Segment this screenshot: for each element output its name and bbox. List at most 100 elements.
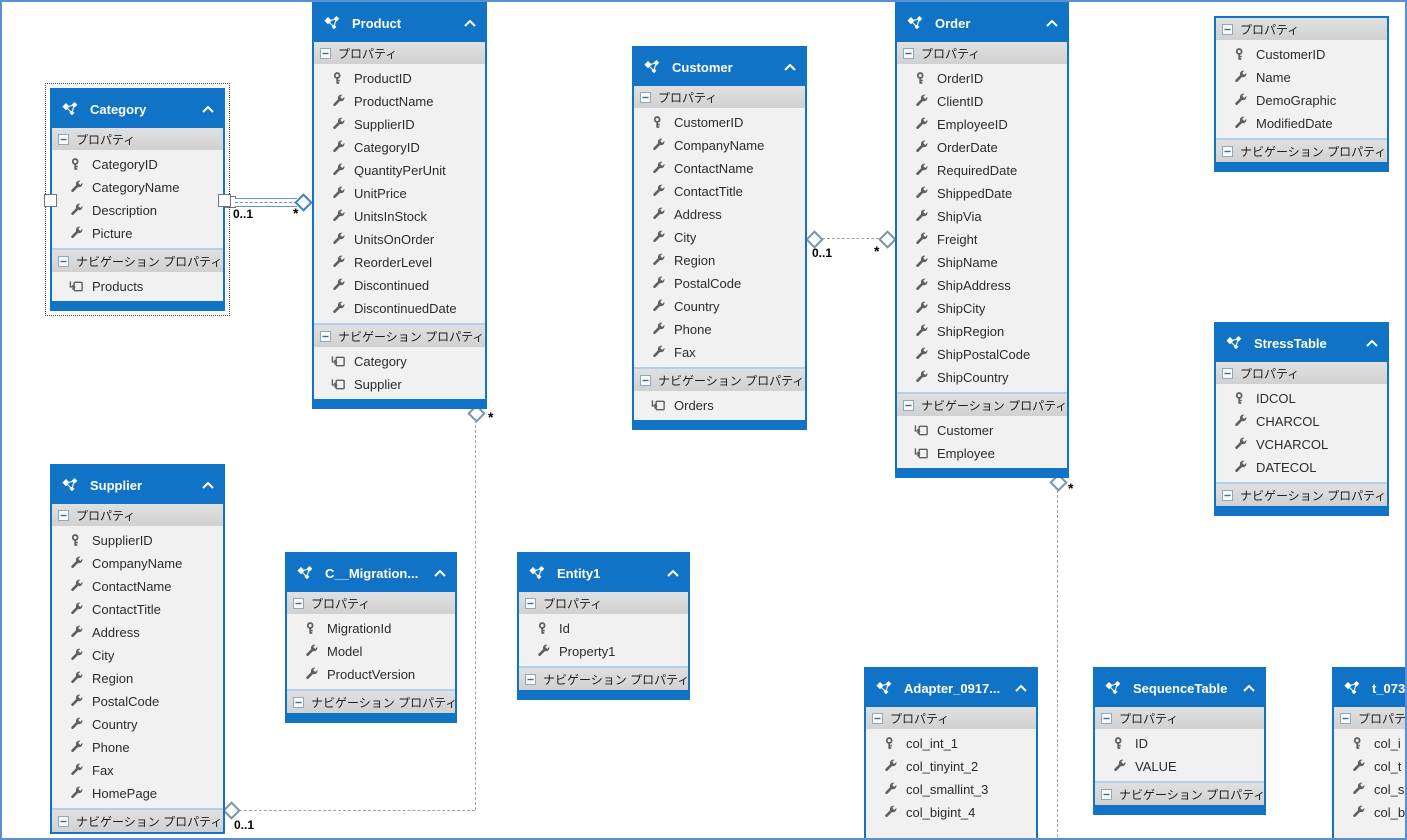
property-row[interactable]: Discontinued	[314, 274, 485, 297]
property-row[interactable]: ContactTitle	[52, 598, 223, 621]
properties-section-header[interactable]: プロパティ	[1095, 707, 1264, 729]
property-row[interactable]: CategoryID	[314, 136, 485, 159]
property-row[interactable]: UnitsOnOrder	[314, 228, 485, 251]
property-row[interactable]: col_tinyint_2	[866, 755, 1036, 778]
association-line[interactable]	[822, 238, 884, 239]
properties-section-header[interactable]: プロパティ	[634, 86, 805, 108]
entity-header[interactable]: Supplier	[52, 466, 223, 504]
property-row[interactable]: Phone	[52, 736, 223, 759]
property-row[interactable]: QuantityPerUnit	[314, 159, 485, 182]
property-row[interactable]: ModifiedDate	[1216, 112, 1387, 135]
property-row[interactable]: Name	[1216, 66, 1387, 89]
navigation-section-header[interactable]: ナビゲーション プロパティ	[287, 689, 455, 713]
property-row[interactable]: Region	[634, 249, 805, 272]
navigation-property-row[interactable]: Orders	[634, 394, 805, 417]
entity-header[interactable]: C__Migration...	[287, 554, 455, 592]
properties-section-header[interactable]: プロパティ	[866, 707, 1036, 729]
property-row[interactable]: ClientID	[897, 90, 1067, 113]
property-row[interactable]: CustomerID	[634, 111, 805, 134]
collapse-chevron-icon[interactable]	[1366, 339, 1378, 347]
entity-header[interactable]: Category	[52, 90, 223, 128]
property-row[interactable]: ShipCountry	[897, 366, 1067, 389]
property-row[interactable]: ProductVersion	[287, 663, 455, 686]
property-row[interactable]: ShippedDate	[897, 182, 1067, 205]
property-row[interactable]: col_t	[1334, 755, 1405, 778]
property-row[interactable]: ProductID	[314, 67, 485, 90]
navigation-section-header[interactable]: ナビゲーション プロパティ	[897, 392, 1067, 416]
property-row[interactable]: PostalCode	[634, 272, 805, 295]
property-row[interactable]: col_int_1	[866, 732, 1036, 755]
property-row[interactable]: ShipName	[897, 251, 1067, 274]
property-row[interactable]: ShipVia	[897, 205, 1067, 228]
property-row[interactable]: HomePage	[52, 782, 223, 805]
property-row[interactable]: CategoryID	[52, 153, 223, 176]
property-row[interactable]: ShipCity	[897, 297, 1067, 320]
collapse-chevron-icon[interactable]	[1015, 684, 1027, 692]
property-row[interactable]: OrderDate	[897, 136, 1067, 159]
navigation-property-row[interactable]: Employee	[897, 442, 1067, 465]
aggregation-diamond-icon[interactable]	[222, 801, 241, 820]
properties-section-header[interactable]: プロパティ	[1334, 707, 1405, 729]
properties-section-header[interactable]: プロパティ	[52, 504, 223, 526]
property-row[interactable]: col_i	[1334, 732, 1405, 755]
collapse-chevron-icon[interactable]	[667, 569, 679, 577]
property-row[interactable]: SupplierID	[52, 529, 223, 552]
collapse-chevron-icon[interactable]	[202, 105, 214, 113]
entity-header[interactable]: SequenceTable	[1095, 669, 1264, 707]
navigation-property-row[interactable]: Products	[52, 275, 223, 298]
navigation-property-row[interactable]: Supplier	[314, 373, 485, 396]
property-row[interactable]: OrderID	[897, 67, 1067, 90]
property-row[interactable]: ReorderLevel	[314, 251, 485, 274]
navigation-section-header[interactable]: ナビゲーション プロパティ	[314, 323, 485, 347]
property-row[interactable]: CompanyName	[634, 134, 805, 157]
collapse-chevron-icon[interactable]	[1243, 684, 1255, 692]
property-row[interactable]: DemoGraphic	[1216, 89, 1387, 112]
collapse-chevron-icon[interactable]	[202, 481, 214, 489]
property-row[interactable]: Phone	[634, 318, 805, 341]
navigation-section-header[interactable]: ナビゲーション プロパティ	[1216, 482, 1387, 506]
navigation-section-header[interactable]: ナビゲーション プロパティ	[52, 248, 223, 272]
property-row[interactable]: CHARCOL	[1216, 410, 1387, 433]
entity-header[interactable]: t_0733	[1334, 669, 1405, 707]
properties-section-header[interactable]: プロパティ	[287, 592, 455, 614]
property-row[interactable]: DATECOL	[1216, 456, 1387, 479]
property-row[interactable]: Country	[634, 295, 805, 318]
collapse-chevron-icon[interactable]	[1046, 19, 1058, 27]
property-row[interactable]: Freight	[897, 228, 1067, 251]
property-row[interactable]: Region	[52, 667, 223, 690]
entity-header[interactable]: Entity1	[519, 554, 688, 592]
property-row[interactable]: col_b	[1334, 801, 1405, 824]
property-row[interactable]: VALUE	[1095, 755, 1264, 778]
selection-handle[interactable]	[44, 193, 57, 207]
property-row[interactable]: CustomerID	[1216, 43, 1387, 66]
property-row[interactable]: UnitsInStock	[314, 205, 485, 228]
property-row[interactable]: UnitPrice	[314, 182, 485, 205]
aggregation-diamond-icon[interactable]	[878, 230, 897, 249]
collapse-chevron-icon[interactable]	[464, 19, 476, 27]
property-row[interactable]: EmployeeID	[897, 113, 1067, 136]
properties-section-header[interactable]: プロパティ	[897, 42, 1067, 64]
property-row[interactable]: Property1	[519, 640, 688, 663]
association-line[interactable]	[239, 810, 475, 811]
property-row[interactable]: PostalCode	[52, 690, 223, 713]
property-row[interactable]: Fax	[52, 759, 223, 782]
property-row[interactable]: Picture	[52, 222, 223, 245]
selection-handle[interactable]	[218, 193, 231, 207]
entity-header[interactable]: StressTable	[1216, 324, 1387, 362]
property-row[interactable]: DiscontinuedDate	[314, 297, 485, 320]
association-line[interactable]	[1057, 490, 1058, 838]
property-row[interactable]: CategoryName	[52, 176, 223, 199]
property-row[interactable]: Description	[52, 199, 223, 222]
properties-section-header[interactable]: プロパティ	[1216, 362, 1387, 384]
property-row[interactable]: col_s	[1334, 778, 1405, 801]
